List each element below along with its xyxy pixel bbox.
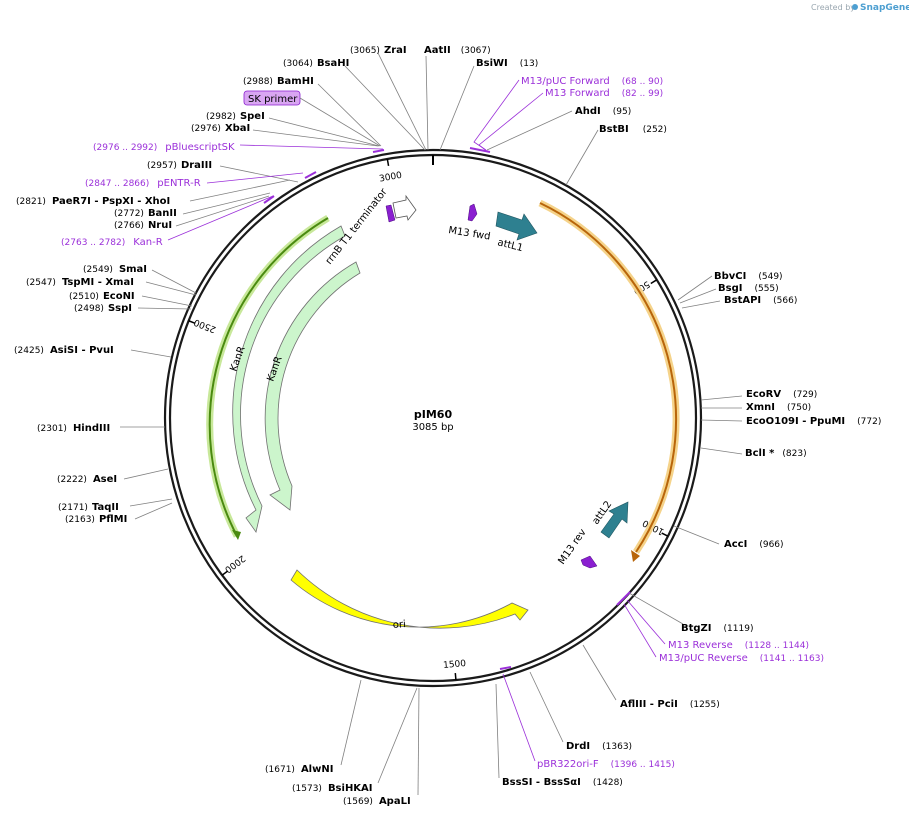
rrnb-purple-mark [385,204,396,223]
svg-text:1500: 1500 [443,659,467,671]
plasmid-name: pIM60 [414,408,453,421]
enzyme-label-bsihkai[interactable]: (1573)BsiHKAI [292,783,373,794]
kanr-arrow-outer [232,225,346,533]
feature-rrnb-label: rrnB T1 terminator [324,186,390,267]
enzyme-label-bsiwi[interactable]: BsiWI(13) [476,58,538,69]
enzyme-label-bsssi[interactable]: BssSI - BssSαI(1428) [502,777,623,788]
watermark-created-by: Created by [811,3,855,12]
enzyme-label-bstbi[interactable]: BstBI(252) [599,124,667,135]
kan-outer-arc [208,217,329,537]
enzyme-label-asei[interactable]: (2222)AseI [57,474,117,485]
enzyme-label-ecoo109i[interactable]: EcoO109I - PpuMI(772) [746,416,881,427]
feature-ori-label: ori [392,619,406,631]
enzyme-label-bstapi[interactable]: BstAPI(566) [724,295,797,306]
enzyme-label-apali[interactable]: (1569)ApaLI [343,796,411,807]
enzyme-label-bcli[interactable]: BclI *(823) [745,448,807,459]
primer-label-kan-r[interactable]: (2763 .. 2782)Kan-R [61,237,163,248]
attl2-arrow [600,501,629,539]
enzyme-label-ahdi[interactable]: AhdI(95) [575,106,631,117]
enzyme-label-xmni[interactable]: XmnI(750) [746,402,811,413]
enzyme-label-taqii[interactable]: (2171)TaqII [58,502,119,513]
primer-label-pentr-r[interactable]: (2847 .. 2866)pENTR-R [85,178,201,189]
orange-feature-arrowhead [631,550,640,562]
enzyme-label-pflmi[interactable]: (2163)PflMI [65,514,127,525]
enzyme-label-tspmi[interactable]: (2547)TspMI - XmaI [26,277,134,288]
enzyme-label-sspi[interactable]: (2498)SspI [74,303,132,314]
enzyme-label-bamhi[interactable]: (2988)BamHI [243,76,314,87]
svg-text:3000: 3000 [378,171,403,185]
primer-label-m13puc-reverse[interactable]: M13/pUC Reverse(1141 .. 1163) [659,653,824,664]
primer-label-pbr322ori-f[interactable]: pBR322ori-F(1396 .. 1415) [537,759,675,770]
primer-label-m13puc-forward[interactable]: M13/pUC Forward(68 .. 90) [521,76,663,87]
tick-2500: 2500 [188,316,218,334]
enzyme-label-spei[interactable]: (2982)SpeI [206,111,265,122]
orange-feature-glow [538,199,680,554]
tick-3000: 3000 [378,158,403,185]
primer-label-m13-reverse[interactable]: M13 Reverse(1128 .. 1144) [668,640,809,651]
primer-label-m13-forward[interactable]: M13 Forward(82 .. 99) [545,88,663,99]
plasmid-length: 3085 bp [412,422,453,433]
enzyme-label-drdi[interactable]: DrdI(1363) [566,741,632,752]
svg-text:SK primer: SK primer [248,94,298,105]
primer-label-pbluescriptsk[interactable]: (2976 .. 2992)pBluescriptSK [93,142,235,153]
primer-marks [263,147,631,670]
enzyme-label-acci[interactable]: AccI(966) [724,539,784,550]
feature-attl1-label: attL1 [496,237,524,254]
m13-fwd-arrow [467,203,478,222]
enzyme-label-smai[interactable]: (2549)SmaI [83,264,147,275]
backbone-outer-ring [163,148,703,688]
ori-arrow [290,569,529,629]
enzyme-label-econi[interactable]: (2510)EcoNI [69,291,135,302]
enzyme-label-draiii[interactable]: (2957)DraIII [147,160,212,171]
tick-1500: 1500 [443,659,467,681]
watermark-brand: SnapGene [860,3,909,13]
enzyme-label-banii[interactable]: (2772)BanII [114,208,177,219]
feature-m13fwd-label: M13 fwd [448,225,492,242]
enzyme-label-xbai[interactable]: (2976)XbaI [191,123,250,134]
enzyme-label-afliii[interactable]: AflIII - PciI(1255) [620,699,720,710]
rrnb-terminator-arrow [392,194,417,221]
enzyme-label-bsahi[interactable]: (3064)BsaHI [283,58,349,69]
sk-primer-badge[interactable]: SK primer [243,90,381,147]
enzyme-label-zrai[interactable]: (3065)ZraI [350,45,407,56]
enzyme-label-asisi[interactable]: (2425)AsiSI - PvuI [14,345,114,356]
enzyme-label-aatii[interactable]: AatII(3067) [424,45,491,56]
enzyme-leaders [120,52,743,796]
enzyme-label-bsgi[interactable]: BsgI(555) [718,283,779,294]
primer-leaders [167,79,666,762]
svg-text:2500: 2500 [192,316,217,334]
enzyme-label-bbvci[interactable]: BbvCI(549) [714,271,783,282]
kan-outer-arrowhead [232,530,241,540]
enzyme-label-hindiii[interactable]: (2301)HindIII [37,423,110,434]
orange-feature-arc [539,202,678,553]
enzyme-label-ecorv[interactable]: EcoRV(729) [746,389,817,400]
enzyme-label-nrui[interactable]: (2766)NruI [114,220,172,231]
attl1-arrow [495,211,538,241]
snapgene-logo-icon [852,4,858,10]
enzyme-label-paer7i[interactable]: (2821)PaeR7I - PspXI - XhoI [16,196,170,207]
svg-text:2000: 2000 [222,553,247,575]
kanr-arrow-inner [264,261,361,511]
enzyme-label-btgzi[interactable]: BtgZI(1119) [681,623,753,634]
enzyme-label-alwni[interactable]: (1671)AlwNI [265,764,333,775]
m13-rev-arrow [580,555,598,569]
